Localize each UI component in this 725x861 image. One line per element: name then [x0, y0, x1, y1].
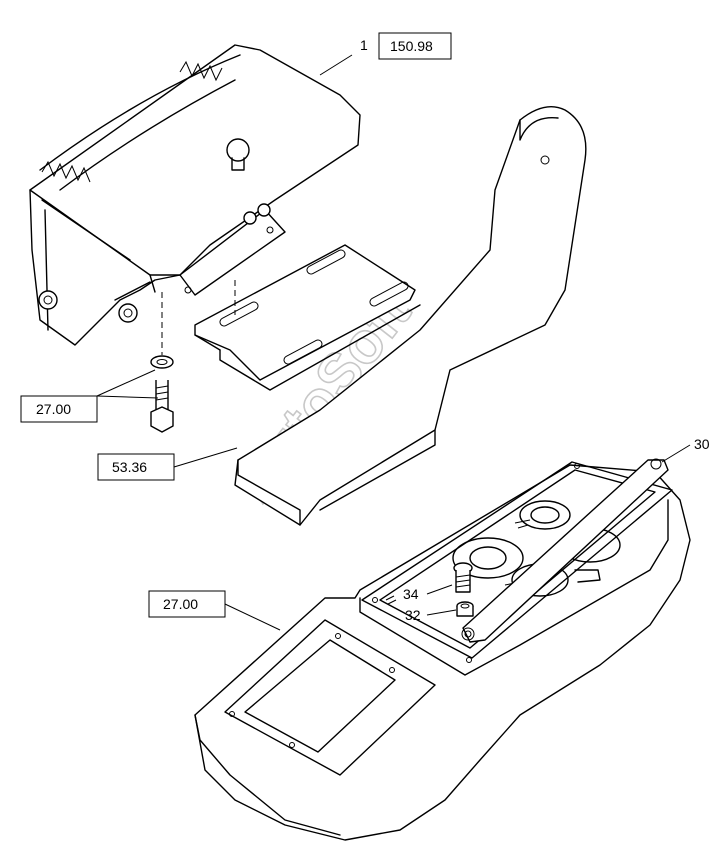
ref-number-32: 32 — [405, 607, 421, 623]
label-53-36: 53.36 — [97, 447, 238, 481]
mounting-bracket — [234, 106, 587, 526]
label-text-150-98: 150.98 — [390, 38, 433, 54]
label-text-27-00-housing: 27.00 — [163, 596, 198, 612]
callout-34: 34 — [403, 584, 453, 602]
callout-30: 30 — [661, 436, 710, 463]
label-27-00-housing: 27.00 — [148, 590, 281, 631]
ref-number-1: 1 — [360, 37, 368, 53]
label-27-00-bolt: 27.00 — [20, 369, 159, 423]
callout-32: 32 — [405, 607, 457, 623]
top-unit-assembly — [29, 44, 361, 346]
mount-plate — [194, 244, 421, 391]
ref-number-34: 34 — [403, 586, 419, 602]
bolt-and-washer — [150, 355, 174, 433]
spacer-part-32 — [456, 601, 474, 617]
lever-part-30 — [461, 458, 669, 643]
label-text-53-36: 53.36 — [112, 459, 147, 475]
ref-number-30: 30 — [694, 436, 710, 452]
screw-part-34 — [453, 562, 473, 593]
label-text-27-00-bolt: 27.00 — [36, 401, 71, 417]
label-150-98: 1 150.98 — [319, 32, 452, 76]
